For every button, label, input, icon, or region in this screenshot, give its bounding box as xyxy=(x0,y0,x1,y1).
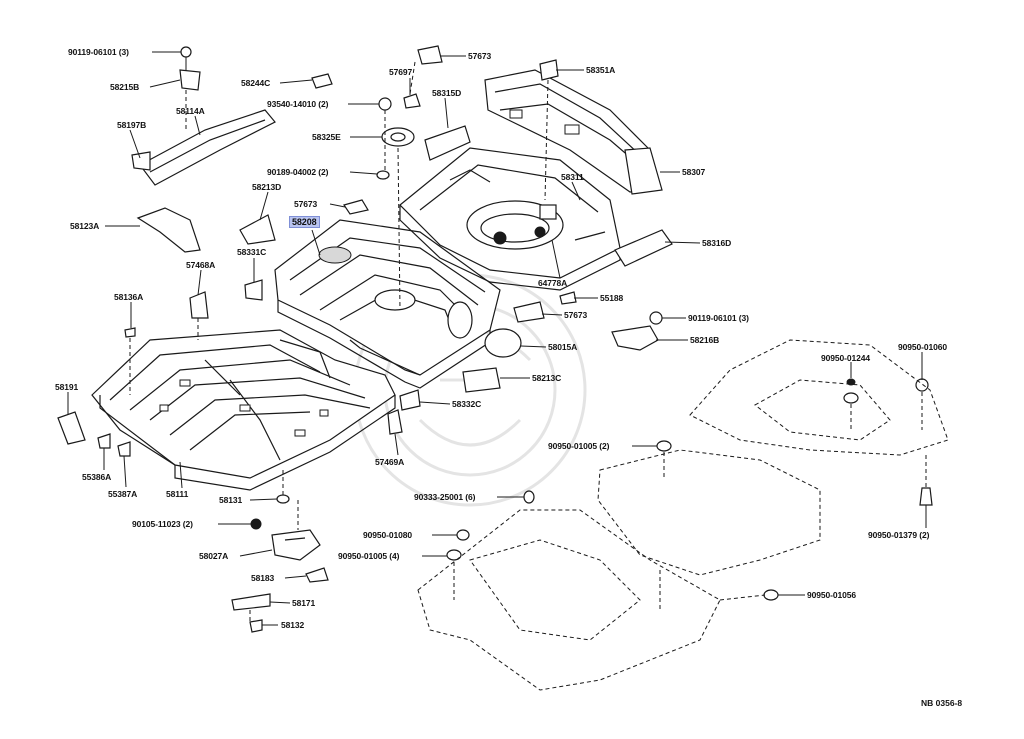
drawing-code: NB 0356-8 xyxy=(921,698,963,708)
label-58132[interactable]: 58132 xyxy=(281,620,305,630)
label-58015a[interactable]: 58015A xyxy=(548,342,578,352)
label-58114a[interactable]: 58114A xyxy=(176,106,205,116)
label-58215b[interactable]: 58215B xyxy=(110,82,140,92)
floor-mat-outlines xyxy=(417,339,949,691)
label-58244c[interactable]: 58244C xyxy=(241,78,271,88)
label-90333-25001[interactable]: 90333-25001 (6) xyxy=(414,492,476,502)
label-90950-01080[interactable]: 90950-01080 xyxy=(363,530,413,540)
label-58315d[interactable]: 58315D xyxy=(432,88,462,98)
label-57469a[interactable]: 57469A xyxy=(375,457,405,467)
label-90950-01060[interactable]: 90950-01060 xyxy=(898,342,948,352)
label-58027a[interactable]: 58027A xyxy=(199,551,229,561)
label-58307[interactable]: 58307 xyxy=(682,167,706,177)
label-55387a[interactable]: 55387A xyxy=(108,489,138,499)
label-90950-01005-2[interactable]: 90950-01005 (2) xyxy=(548,441,610,451)
label-58311[interactable]: 58311 xyxy=(561,172,584,182)
label-58213d[interactable]: 58213D xyxy=(252,182,282,192)
label-58191[interactable]: 58191 xyxy=(55,382,79,392)
label-58171[interactable]: 58171 xyxy=(292,598,316,608)
label-90950-01056[interactable]: 90950-01056 xyxy=(807,590,857,600)
assembly-lines xyxy=(129,61,549,622)
label-58197b[interactable]: 58197B xyxy=(117,120,147,130)
label-57673-a[interactable]: 57673 xyxy=(468,51,492,61)
label-90119-06101[interactable]: 90119-06101 (3) xyxy=(68,47,129,57)
label-90189-04002[interactable]: 90189-04002 (2) xyxy=(267,167,329,177)
label-93540-14010[interactable]: 93540-14010 (2) xyxy=(267,99,329,109)
label-90105-11023[interactable]: 90105-11023 (2) xyxy=(132,519,193,529)
label-57697[interactable]: 57697 xyxy=(389,67,413,77)
label-57673-b[interactable]: 57673 xyxy=(294,199,318,209)
label-57673-c[interactable]: 57673 xyxy=(564,310,588,320)
label-58136a[interactable]: 58136A xyxy=(114,292,144,302)
label-55188[interactable]: 55188 xyxy=(600,293,624,303)
rear-panel-58307 xyxy=(484,69,663,195)
label-90950-01379[interactable]: 90950-01379 (2) xyxy=(868,530,930,540)
label-58123a[interactable]: 58123A xyxy=(70,221,100,231)
label-90950-01005-4[interactable]: 90950-01005 (4) xyxy=(338,551,400,561)
label-58208-highlighted[interactable]: 58208 xyxy=(289,216,320,228)
leader-lines xyxy=(67,51,927,626)
label-58332c[interactable]: 58332C xyxy=(452,399,482,409)
label-58216b[interactable]: 58216B xyxy=(690,335,720,345)
label-58331c[interactable]: 58331C xyxy=(237,247,267,257)
label-58351a[interactable]: 58351A xyxy=(586,65,616,75)
label-58316d[interactable]: 58316D xyxy=(702,238,732,248)
floor-pan-58111 xyxy=(91,329,396,491)
label-55386a[interactable]: 55386A xyxy=(82,472,112,482)
label-58131[interactable]: 58131 xyxy=(219,495,243,505)
label-90119-06101-b[interactable]: 90119-06101 (3) xyxy=(688,313,749,323)
label-57468a[interactable]: 57468A xyxy=(186,260,216,270)
label-58325e[interactable]: 58325E xyxy=(312,132,341,142)
label-58111[interactable]: 58111 xyxy=(166,489,189,499)
label-90950-01244[interactable]: 90950-01244 xyxy=(821,353,871,363)
rear-floor-58311 xyxy=(399,147,621,291)
label-58183[interactable]: 58183 xyxy=(251,573,275,583)
label-64778a[interactable]: 64778A xyxy=(538,278,568,288)
label-58213c[interactable]: 58213C xyxy=(532,373,562,383)
